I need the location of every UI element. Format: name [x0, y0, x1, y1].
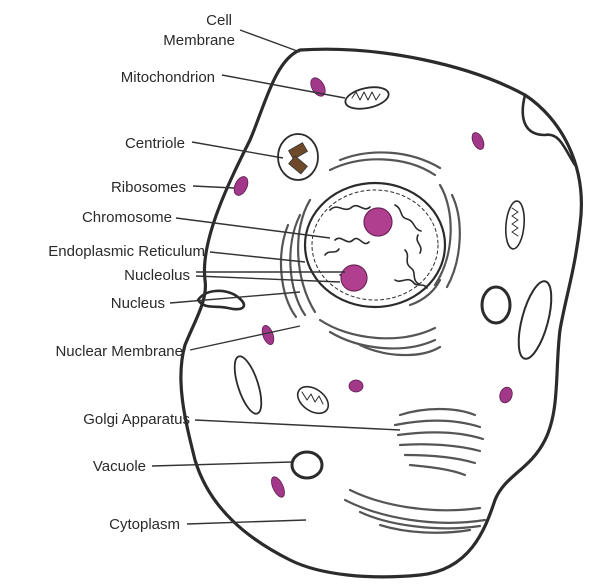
membrane-fold-right: [523, 95, 575, 165]
vacuole-lower: [292, 452, 322, 478]
label-nuclear-membrane: Nuclear Membrane: [55, 343, 183, 360]
label-endoplasmic-reticulum: Endoplasmic Reticulum: [48, 243, 205, 260]
vacuole-right: [482, 287, 510, 323]
mitochondrion-top: [343, 84, 390, 113]
label-ribosomes: Ribosomes: [111, 179, 186, 196]
mitochondrion-right-large: [512, 278, 558, 362]
smooth-er-lower: [345, 490, 485, 533]
mitochondrion-left: [229, 353, 267, 416]
label-chromosome: Chromosome: [82, 209, 172, 226]
nucleolus-upper: [364, 208, 392, 236]
label-cell-membrane-line2: Membrane: [163, 32, 235, 49]
mitochondrion-right-small: [504, 200, 526, 249]
mitochondrion-center: [293, 381, 333, 419]
nucleolus-lower: [341, 265, 367, 291]
label-golgi-apparatus: Golgi Apparatus: [83, 411, 190, 428]
golgi-apparatus: [395, 409, 483, 475]
label-nucleolus: Nucleolus: [124, 267, 190, 284]
label-vacuole: Vacuole: [93, 458, 146, 475]
label-nucleus: Nucleus: [111, 295, 165, 312]
nucleus: [305, 183, 445, 307]
cell-membrane: [181, 49, 582, 577]
label-cytoplasm: Cytoplasm: [109, 516, 180, 533]
label-cell-membrane-line1: Cell: [206, 12, 232, 29]
label-mitochondrion: Mitochondrion: [121, 69, 215, 86]
label-centriole: Centriole: [125, 135, 185, 152]
centriole: [278, 134, 318, 180]
